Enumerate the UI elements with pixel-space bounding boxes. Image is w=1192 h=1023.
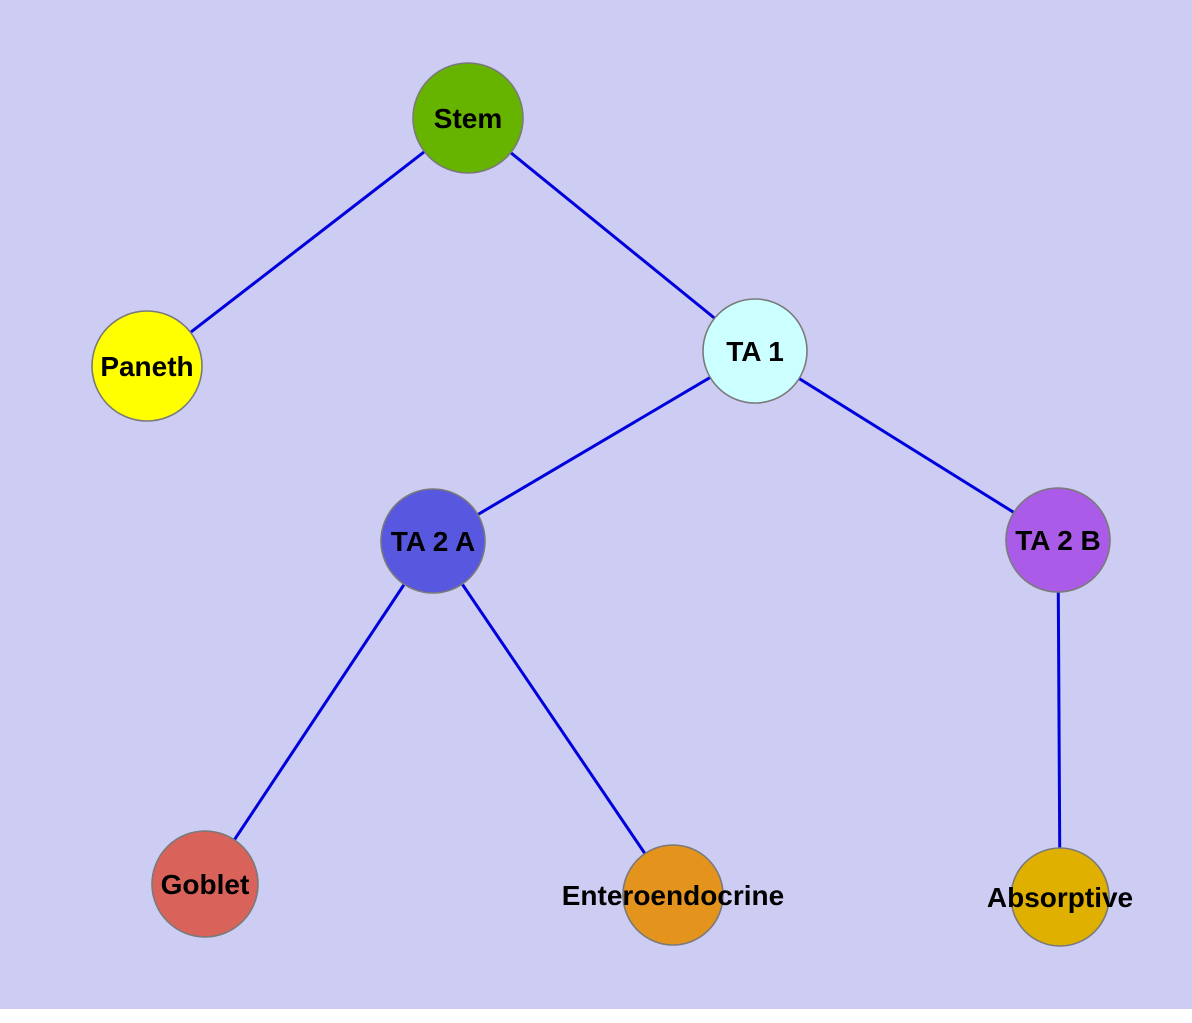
node-stem	[412, 62, 524, 174]
node-label-absorptive: Absorptive	[987, 882, 1133, 913]
edge-ta2b-absorptive	[1056, 539, 1062, 898]
node-label-stem: Stem	[434, 103, 502, 134]
edge-stem-paneth	[146, 116, 469, 368]
node-label-ta2b: TA 2 B	[1015, 525, 1101, 556]
node-label-enteroendocrine: Enteroendocrine	[562, 880, 784, 911]
node-ta2a	[380, 488, 486, 594]
node-label-ta2a: TA 2 A	[391, 526, 476, 557]
node-label-paneth: Paneth	[100, 351, 193, 382]
edge-ta1-ta2b	[754, 349, 1059, 542]
node-ta1	[702, 298, 808, 404]
node-ta2b	[1005, 487, 1111, 593]
edge-stem-ta1	[467, 116, 756, 353]
node-absorptive	[1010, 847, 1110, 947]
edge-ta2a-enteroendocrine	[431, 540, 675, 896]
edge-ta1-ta2a	[432, 349, 756, 543]
node-paneth	[91, 310, 203, 422]
node-enteroendocrine	[622, 844, 724, 946]
node-label-goblet: Goblet	[161, 869, 250, 900]
node-label-ta1: TA 1	[726, 336, 784, 367]
node-goblet	[151, 830, 259, 938]
edge-ta2a-goblet	[203, 540, 435, 885]
